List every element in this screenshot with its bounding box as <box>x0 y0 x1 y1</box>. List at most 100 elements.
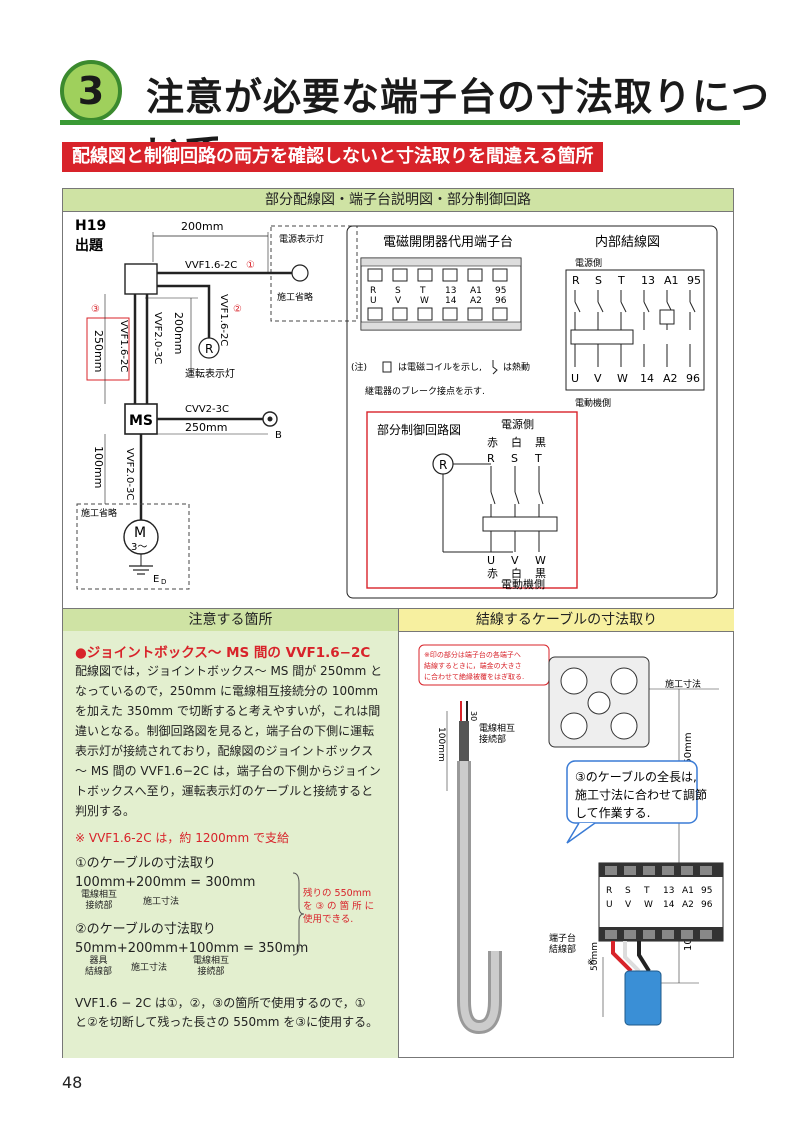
terminal-label: 14 <box>663 900 675 910</box>
terminal-screw <box>681 930 693 939</box>
calc-2-label-a: 器具 結線部 <box>85 956 113 977</box>
brace-icon <box>292 872 305 956</box>
terminal-screw <box>367 268 383 282</box>
dim-50: 50mm <box>590 942 600 971</box>
closing-line: と②を切断して残った長さの 550mm を③に使用する。 <box>75 1015 379 1029</box>
dim-100-left: 100mm <box>436 727 446 762</box>
problem-label: 出題 <box>75 237 104 254</box>
internal-frame <box>565 269 705 391</box>
note-2: は熱動 <box>503 361 530 373</box>
terminal-label: 96 <box>495 296 507 306</box>
b-label: B <box>275 430 282 441</box>
callout-box <box>566 760 698 824</box>
terminal-label: S <box>395 286 401 296</box>
terminal-label: 13 <box>445 286 456 296</box>
strip-note-line: 結線するときに，端金の大きさ <box>424 661 522 670</box>
cable-measure-diagram: ※印の部分は端子台の各端子へ結線するときに，端金の大きさに合わせて絶縁被覆をはぎ… <box>418 644 724 1035</box>
cable-3c-label: VVF2.0-3C <box>152 312 163 364</box>
strip-note-line: に合わせて絶縁被覆をはぎ取る. <box>424 672 524 681</box>
terminal-screw <box>417 307 433 321</box>
year-label: H19 <box>75 218 106 234</box>
terminal-label: R <box>370 286 376 296</box>
terminal-screw <box>392 307 408 321</box>
section-number-badge: 3 <box>60 60 122 122</box>
dim-200: 200mm <box>181 220 223 233</box>
supply-note: ※ VVF1.6-2C は，約 1200mm で支給 <box>75 831 289 845</box>
terminal-label: 95 <box>701 886 712 896</box>
control-thermal-box <box>482 516 558 532</box>
cable-1-label: VVF1.6-2C <box>185 260 237 271</box>
top-diagrams: H19 出題 200mm 電源表示灯 施工省略 VVF1.6-2C ① VVF1… <box>75 218 718 599</box>
terminal-label: U <box>606 900 613 910</box>
internal-terminal-label: S <box>595 274 602 287</box>
internal-terminal-label: T <box>617 274 625 287</box>
terminal-title: 電磁開閉器代用端子台 <box>383 235 513 250</box>
highlight-box <box>86 317 130 381</box>
control-wire-color: 赤 <box>487 567 498 580</box>
terminal-screw <box>605 930 617 939</box>
internal-terminal-label: V <box>594 372 602 385</box>
calc-1-label-b: 施工寸法 <box>143 897 180 907</box>
section-subtitle: 配線図と制御回路の両方を確認しないと寸法取りを間違える箇所 <box>62 142 604 172</box>
paragraph-line: を加えた 350mm で切断すると考えやすいが，これは間 <box>75 704 381 718</box>
internal-title: 内部結線図 <box>595 234 660 250</box>
terminal-label: 14 <box>445 296 457 306</box>
control-terminal-label: U <box>487 554 495 567</box>
top-panel-title: 部分配線図・端子台説明図・部分制御回路 <box>63 189 733 212</box>
control-power-side: 電源側 <box>501 417 534 431</box>
vvf20-label: VVF2.0-3C <box>124 448 135 500</box>
dim-250-vert: 250mm <box>92 330 105 372</box>
star-mark: ※ <box>587 958 595 968</box>
paragraph-line: 違いとなる。制御回路図を見ると，端子台の下側に運転 <box>75 724 375 738</box>
control-frame <box>366 411 578 589</box>
terminal-screw <box>392 268 408 282</box>
terminal-label: V <box>625 900 632 910</box>
control-terminal-label: W <box>535 554 546 567</box>
internal-terminal-label: R <box>572 274 580 287</box>
explanation-paragraph: 配線図では，ジョイントボックス〜 MS 間が 250mm となっているので，25… <box>75 661 388 821</box>
paragraph-line: トボックスへ至り，運転表示灯のケーブルと接続すると <box>75 784 374 798</box>
terminal-screw <box>662 866 674 875</box>
terminal-screw <box>442 268 458 282</box>
terminal-conn-label: 端子台 <box>549 932 576 944</box>
construction-label: 施工寸法 <box>665 678 701 690</box>
internal-terminal-label: W <box>617 372 628 385</box>
terminal-label: T <box>643 886 650 896</box>
mark-1: ① <box>246 260 255 271</box>
lower-right-title: 結線するケーブルの寸法取り <box>398 608 734 632</box>
terminal-label: 96 <box>701 900 713 910</box>
lower-left-content: ●ジョイントボックス〜 MS 間の VVF1.6−2C 配線図では，ジョイントボ… <box>63 631 398 1058</box>
thermal-relay-box <box>570 329 634 345</box>
control-wire-color: 黒 <box>535 567 546 580</box>
terminal-screw <box>467 307 483 321</box>
remain-line: を ③ の 箇 所 に <box>303 901 375 912</box>
internal-terminal-label: 95 <box>687 274 701 287</box>
internal-terminal-label: U <box>571 372 579 385</box>
earth-label: E <box>153 574 159 585</box>
joint-box <box>124 263 158 295</box>
terminal-label: T <box>419 286 426 296</box>
run-lamp-label: 運転表示灯 <box>185 367 235 380</box>
closing-line: VVF1.6 − 2C は①，②，③の箇所で使用するので，① <box>75 996 366 1010</box>
terminal-screw <box>605 866 617 875</box>
terminal-label: U <box>370 296 377 306</box>
control-terminal-label: S <box>511 452 518 465</box>
callout-line: 施工寸法に合わせて調節 <box>575 787 707 802</box>
cvv-label: CVV2-3C <box>185 404 229 415</box>
run-lamp-symbol <box>198 337 220 359</box>
terminal-screw <box>681 866 693 875</box>
terminal-screw <box>492 268 508 282</box>
ms-label: MS <box>129 413 153 429</box>
paragraph-line: なっているので，250mm に電線相互接続分の 100mm <box>75 684 379 698</box>
wiring-diagram: H19 出題 200mm 電源表示灯 施工省略 VVF1.6-2C ① VVF1… <box>75 218 358 590</box>
section-number: 3 <box>77 69 105 113</box>
terminal-screw <box>624 930 636 939</box>
terminal-label: W <box>420 296 429 306</box>
terminal-label: R <box>606 886 612 896</box>
paragraph-line: 判別する。 <box>75 804 136 818</box>
terminal-screw <box>643 866 655 875</box>
note-1: は電磁コイルを示し, <box>398 361 482 373</box>
joint-label: 電線相互 <box>479 722 515 734</box>
